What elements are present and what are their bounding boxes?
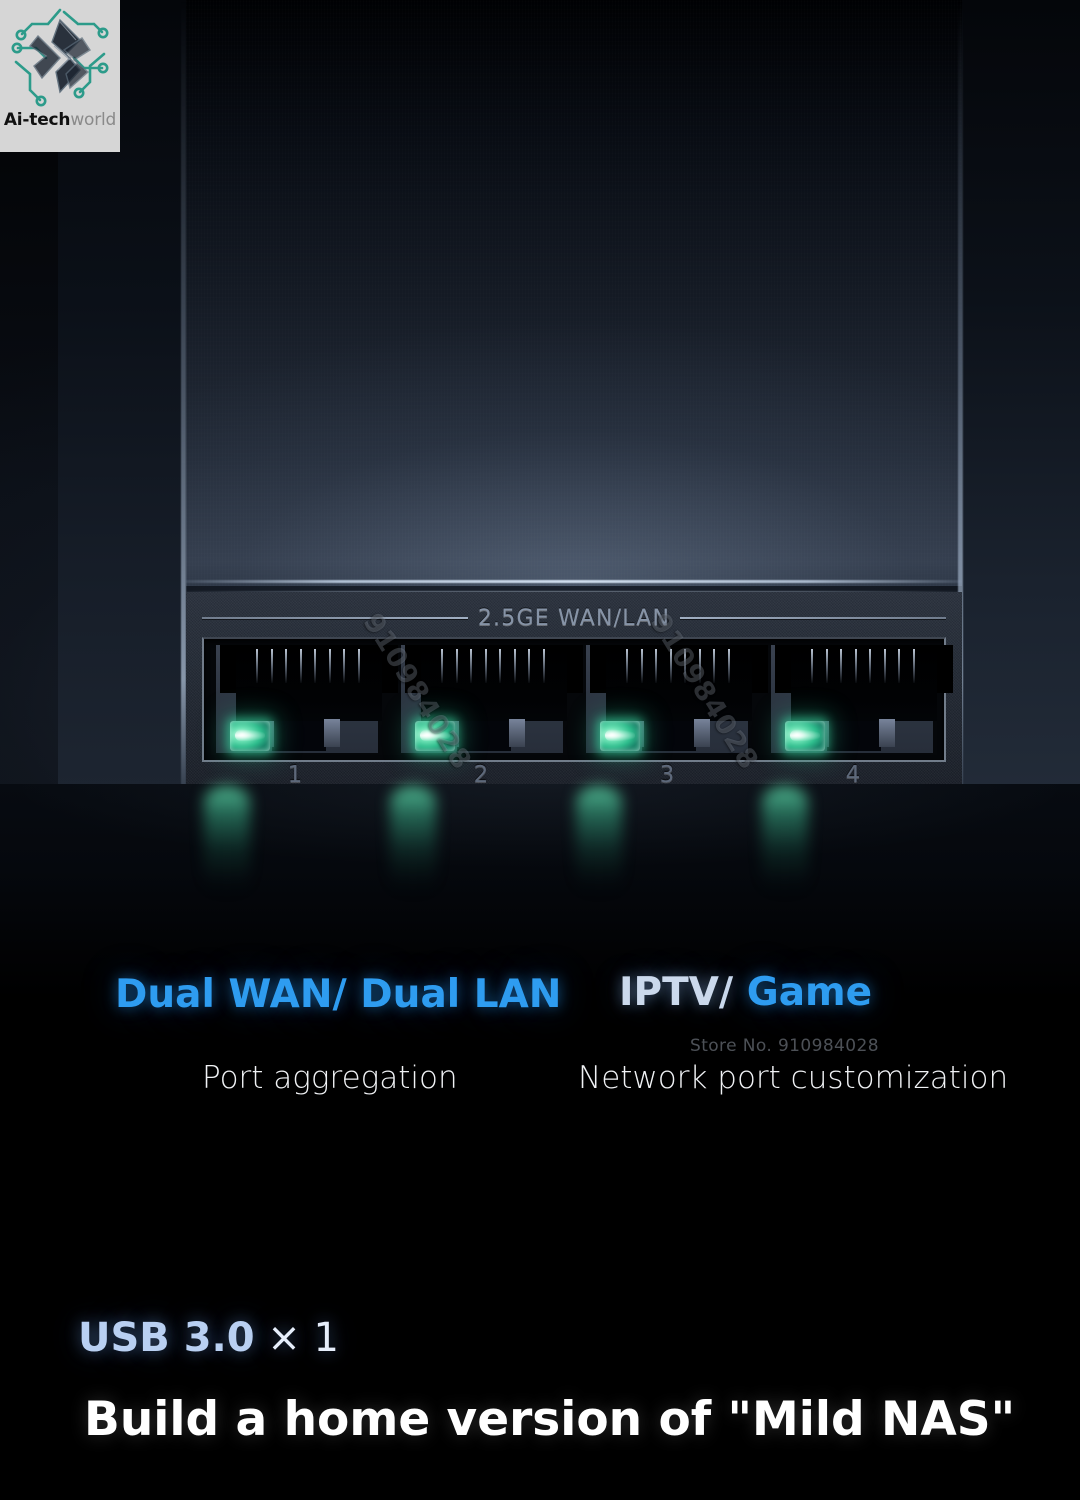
rj45-cavity: [791, 645, 937, 721]
rj45-shell: [401, 645, 583, 753]
brand-name-bold: Ai-tech: [3, 110, 71, 130]
rj45-cavity: [606, 645, 752, 721]
feature-headline-iptv: IPTV/: [619, 970, 734, 1015]
rj45-contact-pins: [256, 649, 360, 683]
port-number-3: 3: [659, 762, 675, 788]
rj45-shell: [771, 645, 953, 753]
rj45-latch-right: [324, 719, 340, 747]
led-reflection-1: [204, 786, 250, 896]
feature-copy-block: Dual WAN/ Dual LAN IPTV/ Game Port aggre…: [0, 972, 1080, 1094]
rj45-port-1[interactable]: [204, 639, 398, 760]
rj45-port-4[interactable]: [759, 639, 953, 760]
usb-spec-line: USB 3.0 × 1: [78, 1318, 339, 1358]
led-reflection-3: [576, 786, 622, 896]
rj45-contact-pins: [441, 649, 545, 683]
rj45-port-2[interactable]: [389, 639, 583, 760]
port-number-row: 1 2 3 4: [202, 762, 946, 788]
rj45-latch-recess: [827, 721, 881, 751]
port-number-4: 4: [845, 762, 861, 788]
rj45-latch-right: [879, 719, 895, 747]
feature-subtitle-port-aggregation: Port aggregation: [202, 1060, 458, 1096]
rj45-port-3[interactable]: [574, 639, 768, 760]
port-led-4: [785, 721, 825, 751]
port-panel-label-row: 2.5GE WAN/LAN: [202, 605, 946, 631]
glossy-desk-surface: [0, 784, 1080, 1000]
label-rule-left: [202, 617, 468, 619]
port-led-2: [415, 721, 455, 751]
rj45-contact-pins: [811, 649, 915, 683]
brand-name-light: world: [70, 110, 117, 130]
device-left-edge-highlight: [181, 0, 186, 790]
brand-logo-wordmark: Ai-techworld: [4, 112, 116, 129]
rj45-latch-recess: [457, 721, 511, 751]
port-led-1: [230, 721, 270, 751]
brand-logo-badge: Ai-techworld: [0, 0, 120, 152]
rj45-contact-pins: [626, 649, 730, 683]
rj45-shell: [586, 645, 768, 753]
circuit-pinwheel-icon: [11, 8, 109, 107]
feature-headline-dual-wan-lan: Dual WAN/ Dual LAN: [115, 972, 562, 1017]
desk-sheen: [0, 784, 1080, 904]
port-number-1: 1: [287, 762, 303, 788]
feature-headline-game: Game: [733, 970, 873, 1015]
rj45-latch-right: [694, 719, 710, 747]
rj45-cavity: [421, 645, 567, 721]
feature-headline-row: Dual WAN/ Dual LAN IPTV/ Game: [0, 972, 1080, 1035]
ethernet-port-panel: 2.5GE WAN/LAN: [186, 592, 962, 788]
led-reflection-2: [390, 786, 436, 896]
rj45-latch-recess: [642, 721, 696, 751]
device-front-face: [186, 0, 962, 586]
main-headline: Build a home version of "Mild NAS": [84, 1392, 1016, 1447]
device-right-edge-highlight: [958, 0, 963, 790]
feature-subtitle-port-customization: Network port customization: [578, 1060, 1009, 1096]
device-right-flank: [962, 0, 1080, 790]
port-led-3: [600, 721, 640, 751]
usb-spec-label: USB 3.0: [78, 1315, 255, 1361]
watermark-store-number: Store No. 910984028: [690, 1036, 879, 1056]
rj45-shell: [216, 645, 398, 753]
led-reflection-4: [762, 786, 808, 896]
feature-headline-iptv-game: IPTV/ Game: [619, 973, 872, 1012]
device-ridge-highlight-upper: [186, 580, 962, 583]
rj45-latch-right: [509, 719, 525, 747]
port-panel-label: 2.5GE WAN/LAN: [477, 605, 671, 631]
port-number-2: 2: [473, 762, 489, 788]
rj45-jack-bay: [202, 637, 953, 762]
label-rule-right: [680, 617, 946, 619]
rj45-latch-recess: [272, 721, 326, 751]
rj45-cavity: [236, 645, 382, 721]
usb-quantity-label: × 1: [254, 1315, 339, 1361]
